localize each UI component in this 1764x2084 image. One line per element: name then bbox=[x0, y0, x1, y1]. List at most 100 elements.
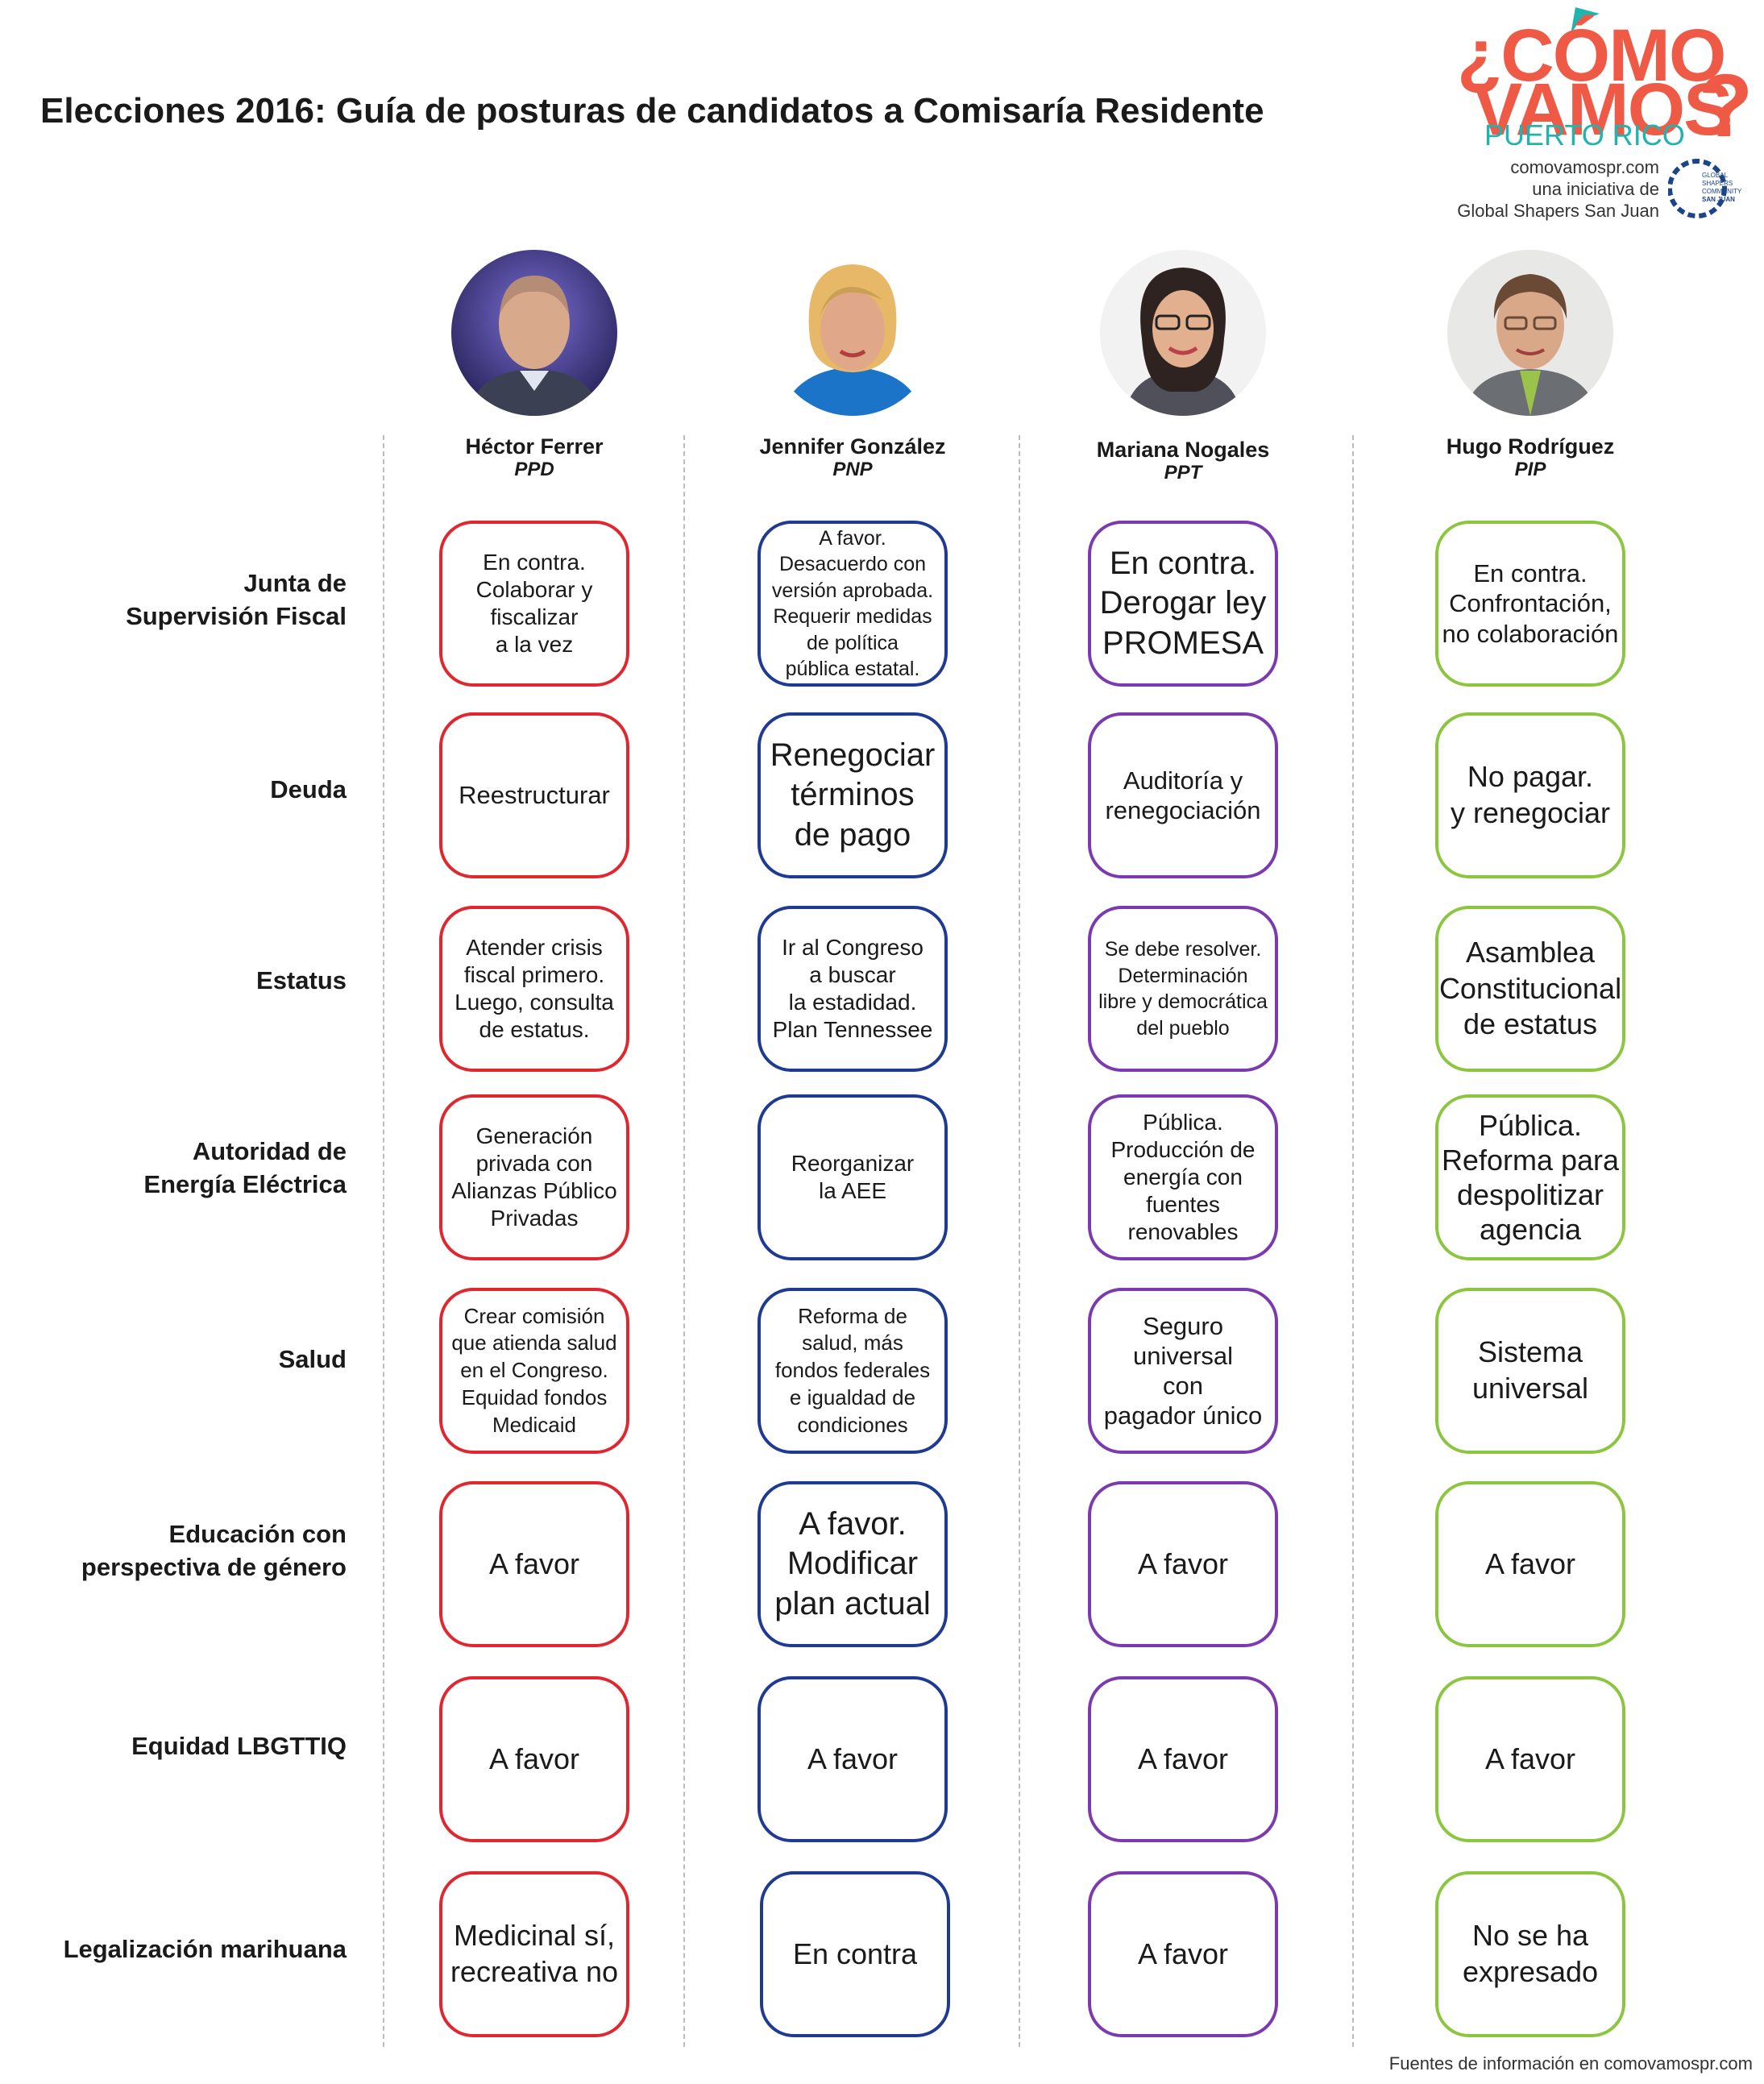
page-title: Elecciones 2016: Guía de posturas de can… bbox=[40, 91, 1264, 131]
position-card: A favor bbox=[1088, 1676, 1278, 1842]
position-text: Reforma de salud, más fondos federales e… bbox=[774, 1303, 931, 1437]
row-label-text: Estatus bbox=[256, 965, 347, 994]
position-card: En contra. Colaborar y fiscalizar a la v… bbox=[439, 521, 629, 687]
badge-text-1: GLOBAL bbox=[1702, 172, 1729, 179]
position-text: A favor bbox=[1484, 1546, 1576, 1580]
flag-icon bbox=[1571, 7, 1600, 35]
position-text: En contra. Colaborar y fiscalizar a la v… bbox=[475, 549, 593, 658]
position-card: A favor bbox=[757, 1676, 948, 1842]
sources-footer[interactable]: Fuentes de información en comovamospr.co… bbox=[1388, 2053, 1753, 2074]
row-label-aee: Autoridad de Energía Eléctrica bbox=[32, 1084, 347, 1253]
position-text: A favor bbox=[1137, 1742, 1229, 1775]
position-card: Pública. Producción de energía con fuent… bbox=[1088, 1094, 1278, 1260]
portrait-icon bbox=[770, 250, 936, 416]
column-divider bbox=[683, 435, 685, 2047]
logo-line-1: ¿CÓMO bbox=[1457, 15, 1726, 97]
position-text: En contra. Confrontación, no colaboració… bbox=[1442, 559, 1619, 648]
row-label-marihuana: Legalización marihuana bbox=[32, 1865, 347, 2034]
position-card: No pagar. y renegociar bbox=[1435, 712, 1625, 878]
position-card: Reforma de salud, más fondos federales e… bbox=[757, 1288, 948, 1454]
position-text: A favor bbox=[488, 1546, 580, 1580]
candidate-party: PPT bbox=[1164, 461, 1202, 484]
position-card: A favor bbox=[1435, 1676, 1625, 1842]
portrait-icon bbox=[1100, 250, 1266, 416]
row-label-deuda: Deuda bbox=[32, 705, 347, 874]
position-card: En contra bbox=[760, 1871, 950, 2037]
logo-subtitle: PUERTO RICO bbox=[1484, 118, 1685, 152]
position-text: Atender crisis fiscal primero. Luego, co… bbox=[454, 934, 614, 1043]
position-text: Medicinal sí, recreativa no bbox=[450, 1919, 619, 1988]
candidate-hector-ferrer: Héctor Ferrer PPD bbox=[413, 250, 655, 480]
position-card: Atender crisis fiscal primero. Luego, co… bbox=[439, 906, 629, 1072]
position-card: A favor bbox=[439, 1481, 629, 1647]
comovamos-logo[interactable]: ¿CÓMO VAMOS ? PUERTO RICO bbox=[1451, 4, 1757, 238]
candidate-name: Héctor Ferrer bbox=[465, 434, 604, 459]
position-text: A favor bbox=[1137, 1937, 1229, 1970]
position-card: A favor bbox=[1088, 1481, 1278, 1647]
position-text: Generación privada con Alianzas Público … bbox=[451, 1123, 617, 1231]
portrait-icon bbox=[451, 250, 617, 416]
position-text: Pública. Producción de energía con fuent… bbox=[1110, 1109, 1256, 1245]
position-text: Crear comisión que atienda salud en el C… bbox=[451, 1303, 617, 1437]
column-divider bbox=[1019, 435, 1020, 2047]
candidate-photo bbox=[1447, 250, 1613, 416]
position-card: A favor. Desacuerdo con versión aprobada… bbox=[757, 521, 948, 687]
position-card: Pública. Reforma para despolitizar agenc… bbox=[1435, 1094, 1625, 1260]
candidate-photo bbox=[451, 250, 617, 416]
badge-text-4: SAN JUAN bbox=[1702, 196, 1735, 203]
position-card: Renegociar términos de pago bbox=[757, 712, 948, 878]
position-text: Asamblea Constitucional de estatus bbox=[1438, 936, 1622, 1041]
position-text: En contra. Derogar ley PROMESA bbox=[1099, 545, 1267, 661]
position-text: Sistema universal bbox=[1471, 1335, 1589, 1405]
position-text: Seguro universal con pagador único bbox=[1103, 1311, 1263, 1430]
row-label-estatus: Estatus bbox=[32, 896, 347, 1065]
position-card: Asamblea Constitucional de estatus bbox=[1435, 906, 1625, 1072]
position-text: A favor bbox=[488, 1742, 580, 1775]
candidate-hugo-rodriguez: Hugo Rodríguez PIP bbox=[1409, 250, 1651, 480]
position-text: Reorganizar la AEE bbox=[791, 1150, 915, 1203]
position-card: Ir al Congreso a buscar la estadidad. Pl… bbox=[757, 906, 948, 1072]
candidate-name: Jennifer González bbox=[759, 434, 946, 459]
position-text: A favor. Modificar plan actual bbox=[774, 1505, 931, 1621]
column-divider bbox=[383, 435, 384, 2047]
candidate-name: Hugo Rodríguez bbox=[1446, 434, 1615, 459]
row-label-text: Educación con perspectiva de género bbox=[81, 1520, 347, 1581]
logo-question-mark: ? bbox=[1699, 56, 1754, 156]
row-label-lgbttiq: Equidad LBGTTIQ bbox=[32, 1662, 347, 1831]
logo-line-2: VAMOS bbox=[1473, 68, 1733, 151]
position-card: Seguro universal con pagador único bbox=[1088, 1288, 1278, 1454]
position-text: Reestructurar bbox=[459, 781, 610, 810]
global-shapers-badge-icon: GLOBAL SHAPERS COMMUNITY SAN JUAN bbox=[1668, 159, 1742, 218]
column-divider bbox=[1352, 435, 1354, 2047]
portrait-icon bbox=[1447, 250, 1613, 416]
position-card: Reorganizar la AEE bbox=[757, 1094, 948, 1260]
position-text: No pagar. y renegociar bbox=[1450, 760, 1611, 829]
position-card: A favor bbox=[1088, 1871, 1278, 2037]
row-label-junta: Junta de Supervisión Fiscal bbox=[32, 516, 347, 685]
candidate-party: PIP bbox=[1514, 458, 1546, 480]
position-card: Auditoría y renegociación bbox=[1088, 712, 1278, 878]
position-text: Se debe resolver. Determinación libre y … bbox=[1098, 938, 1268, 1040]
position-card: Crear comisión que atienda salud en el C… bbox=[439, 1288, 629, 1454]
position-text: A favor. Desacuerdo con versión aprobada… bbox=[771, 526, 934, 681]
position-text: A favor bbox=[807, 1742, 899, 1775]
position-card: En contra. Derogar ley PROMESA bbox=[1088, 521, 1278, 687]
initiative-text: una iniciativa de bbox=[1532, 179, 1659, 199]
position-card: Medicinal sí, recreativa no bbox=[439, 1871, 629, 2037]
candidate-party: PNP bbox=[832, 458, 873, 480]
position-card: A favor bbox=[1435, 1481, 1625, 1647]
candidate-mariana-nogales: Mariana Nogales PPT bbox=[1062, 250, 1304, 484]
row-label-educacion: Educación con perspectiva de género bbox=[32, 1467, 347, 1636]
position-card: No se ha expresado bbox=[1435, 1871, 1625, 2037]
position-text: Ir al Congreso a buscar la estadidad. Pl… bbox=[772, 934, 933, 1043]
badge-text-3: COMMUNITY bbox=[1702, 188, 1742, 195]
row-label-salud: Salud bbox=[32, 1275, 347, 1444]
candidate-jennifer-gonzalez: Jennifer González PNP bbox=[732, 250, 973, 480]
position-text: Pública. Reforma para despolitizar agenc… bbox=[1441, 1108, 1620, 1247]
row-label-text: Autoridad de Energía Eléctrica bbox=[143, 1137, 347, 1198]
position-card: En contra. Confrontación, no colaboració… bbox=[1435, 521, 1625, 687]
website-link[interactable]: comovamospr.com bbox=[1510, 157, 1659, 177]
candidate-photo bbox=[1100, 250, 1266, 416]
row-label-text: Deuda bbox=[270, 774, 347, 803]
row-label-text: Salud bbox=[278, 1344, 347, 1373]
